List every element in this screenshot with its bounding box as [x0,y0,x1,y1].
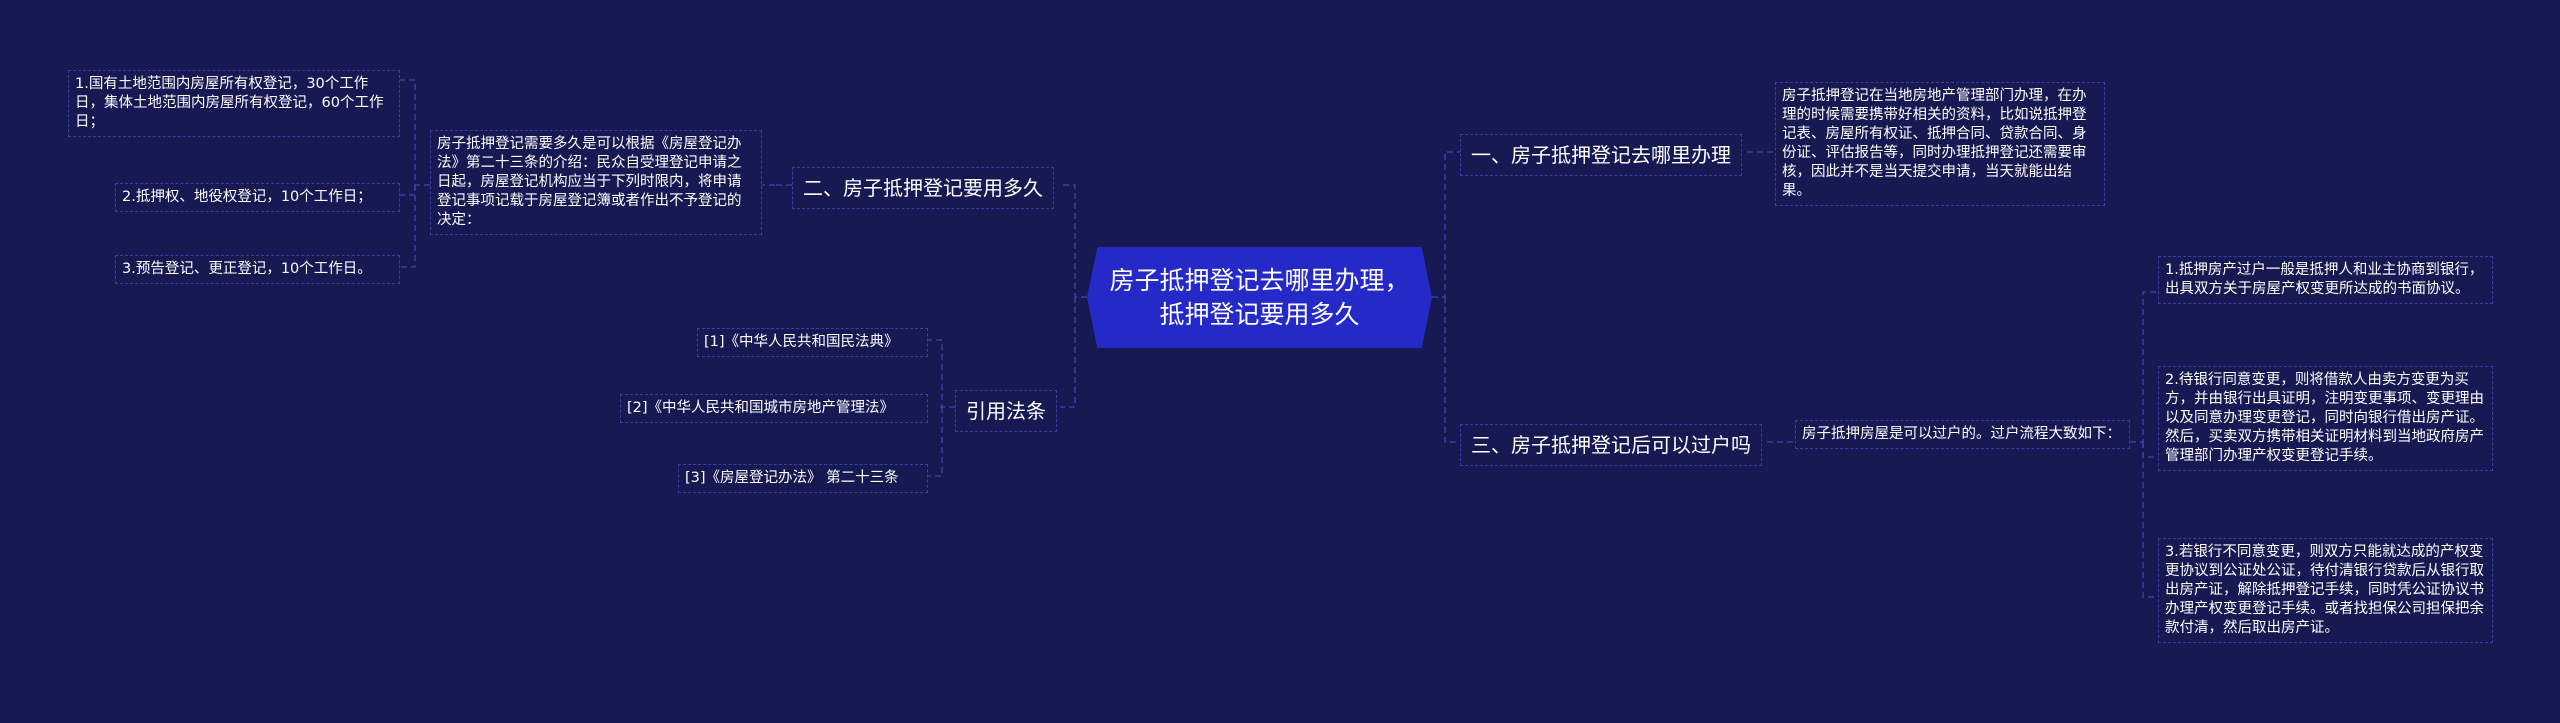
law-item-3[interactable]: [3]《房屋登记办法》 第二十三条 [678,464,928,493]
duration-item-3-text: 3.预告登记、更正登记，10个工作日。 [122,261,372,277]
transfer-intro-text: 房子抵押房屋是可以过户的。过户流程大致如下： [1802,426,2121,442]
transfer-step-2[interactable]: 2.待银行同意变更，则将借款人由卖方变更为买方，并由银行出具证明，注明变更事项、… [2158,366,2493,471]
transfer-step-1[interactable]: 1.抵押房产过户一般是抵押人和业主协商到银行，出具双方关于房屋产权变更所达成的书… [2158,256,2493,304]
duration-intro-note[interactable]: 房子抵押登记需要多久是可以根据《房屋登记办法》第二十三条的介绍：民众自受理登记申… [430,130,762,235]
branch-where-to-register-label: 一、房子抵押登记去哪里办理 [1471,143,1731,167]
branch-registration-duration[interactable]: 二、房子抵押登记要用多久 [792,167,1054,209]
duration-item-1[interactable]: 1.国有土地范围内房屋所有权登记，30个工作日，集体土地范围内房屋所有权登记，6… [68,70,400,137]
branch-cited-laws[interactable]: 引用法条 [955,390,1057,432]
duration-item-1-text: 1.国有土地范围内房屋所有权登记，30个工作日，集体土地范围内房屋所有权登记，6… [75,76,384,130]
law-item-3-text: [3]《房屋登记办法》 第二十三条 [685,470,899,486]
branch-where-to-register[interactable]: 一、房子抵押登记去哪里办理 [1460,134,1742,176]
transfer-step-1-text: 1.抵押房产过户一般是抵押人和业主协商到银行，出具双方关于房屋产权变更所达成的书… [2165,262,2484,297]
duration-item-2-text: 2.抵押权、地役权登记，10个工作日； [122,189,372,205]
law-item-2[interactable]: [2]《中华人民共和国城市房地产管理法》 [620,394,928,423]
transfer-step-3-text: 3.若银行不同意变更，则双方只能就达成的产权变更协议到公证处公证，待付清银行贷款… [2165,544,2484,636]
transfer-intro-note[interactable]: 房子抵押房屋是可以过户的。过户流程大致如下： [1795,420,2130,449]
root-topic-title: 房子抵押登记去哪里办理，抵押登记要用多久 [1109,265,1410,329]
duration-item-3[interactable]: 3.预告登记、更正登记，10个工作日。 [115,255,400,284]
branch-registration-duration-label: 二、房子抵押登记要用多久 [803,176,1043,200]
where-detail-note[interactable]: 房子抵押登记在当地房地产管理部门办理，在办理的时候需要携带好相关的资料，比如说抵… [1775,82,2105,206]
where-detail-text: 房子抵押登记在当地房地产管理部门办理，在办理的时候需要携带好相关的资料，比如说抵… [1782,88,2087,199]
duration-intro-text: 房子抵押登记需要多久是可以根据《房屋登记办法》第二十三条的介绍：民众自受理登记申… [437,136,742,228]
root-topic[interactable]: 房子抵押登记去哪里办理，抵押登记要用多久 [1087,247,1432,348]
law-item-2-text: [2]《中华人民共和国城市房地产管理法》 [627,400,895,416]
branch-transfer-after-mortgage-label: 三、房子抵押登记后可以过户吗 [1471,433,1751,457]
branch-transfer-after-mortgage[interactable]: 三、房子抵押登记后可以过户吗 [1460,424,1762,466]
law-item-1[interactable]: [1]《中华人民共和国民法典》 [697,328,928,357]
transfer-step-3[interactable]: 3.若银行不同意变更，则双方只能就达成的产权变更协议到公证处公证，待付清银行贷款… [2158,538,2493,643]
law-item-1-text: [1]《中华人民共和国民法典》 [704,334,899,350]
duration-item-2[interactable]: 2.抵押权、地役权登记，10个工作日； [115,183,400,212]
transfer-step-2-text: 2.待银行同意变更，则将借款人由卖方变更为买方，并由银行出具证明，注明变更事项、… [2165,372,2484,464]
branch-cited-laws-label: 引用法条 [966,399,1046,423]
